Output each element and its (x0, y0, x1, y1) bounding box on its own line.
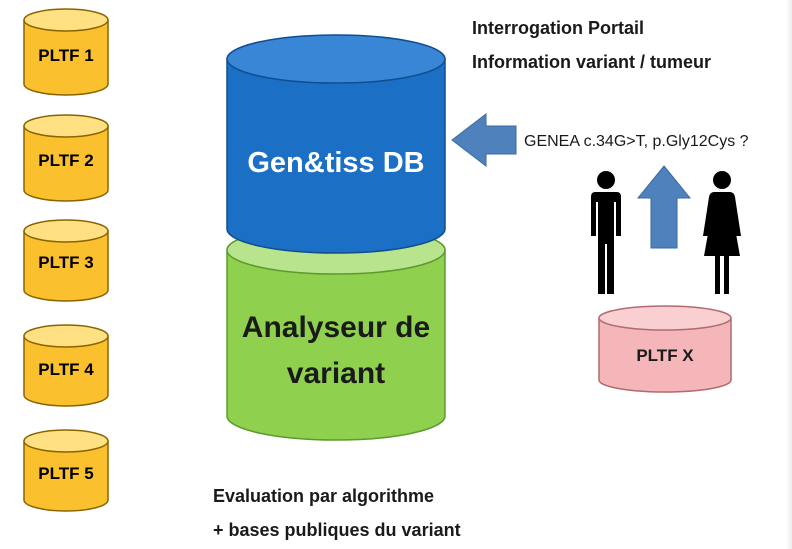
portal-title-line1: Interrogation Portail (472, 18, 644, 38)
platform-label: PLTF 5 (38, 464, 93, 483)
platform-label: PLTF 1 (38, 46, 93, 65)
gentiss-db-cylinder: Gen&tiss DB (226, 34, 446, 254)
platform-cylinder-5: PLTF 5 (23, 429, 109, 512)
platform-label: PLTF 3 (38, 253, 93, 272)
evaluation-line2: + bases publiques du variant (213, 520, 461, 540)
man-icon (591, 171, 621, 294)
portal-title-line2: Information variant / tumeur (472, 52, 711, 72)
analyzer-label-line2: variant (287, 357, 385, 390)
platform-label: PLTF 2 (38, 151, 93, 170)
remote-platform-cylinder: PLTF X (598, 305, 732, 393)
analyzer-cylinder: Analyseur de variant (226, 225, 446, 441)
evaluation-line1: Evaluation par algorithme (213, 486, 434, 506)
analyzer-label-line1: Analyseur de (242, 311, 430, 344)
remote-platform-label: PLTF X (636, 346, 694, 365)
platform-cylinder-3: PLTF 3 (23, 219, 109, 302)
woman-icon (703, 171, 741, 294)
gentiss-db-label: Gen&tiss DB (247, 147, 424, 179)
platform-cylinder-2: PLTF 2 (23, 114, 109, 202)
platform-cylinder-1: PLTF 1 (23, 8, 109, 96)
platform-cylinder-4: PLTF 4 (23, 324, 109, 407)
variant-query: GENEA c.34G>T, p.Gly12Cys ? (524, 133, 749, 150)
platform-label: PLTF 4 (38, 360, 94, 379)
right-edge-shadow (786, 0, 792, 549)
up-arrow-icon (636, 165, 692, 249)
left-arrow-icon (451, 112, 517, 168)
